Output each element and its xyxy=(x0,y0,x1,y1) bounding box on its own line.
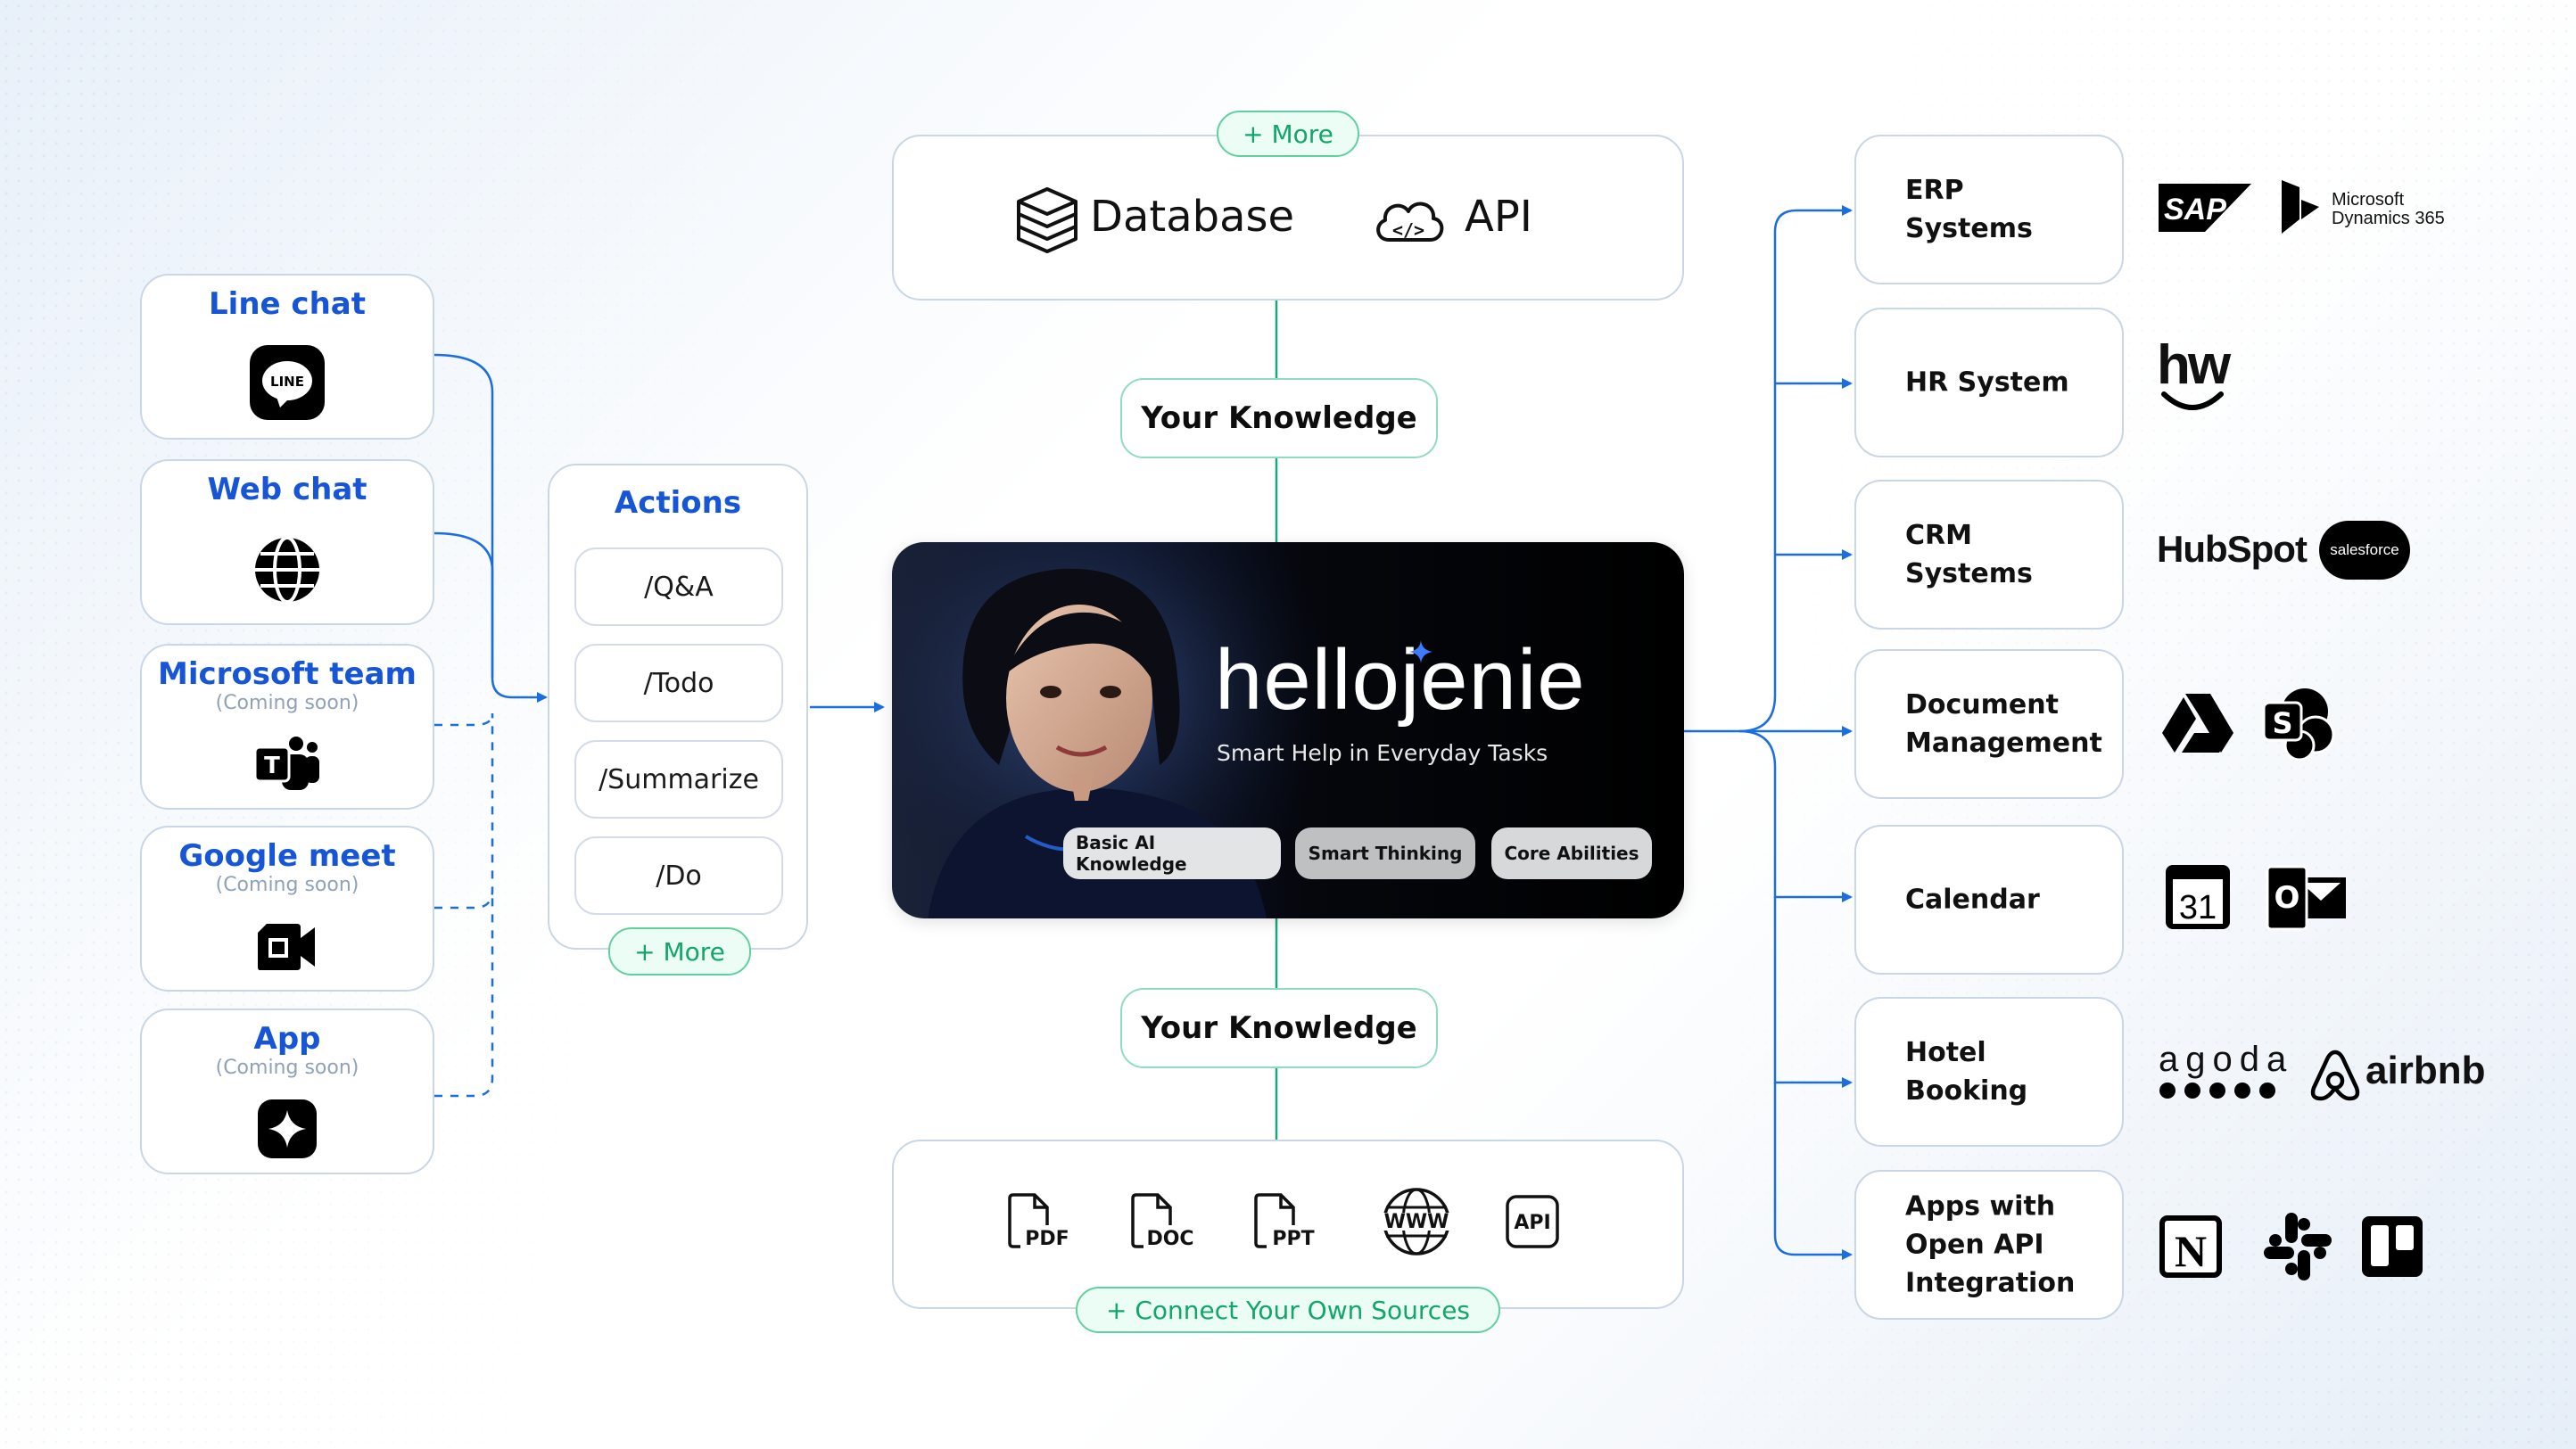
action-todo-button[interactable]: /Todo xyxy=(574,644,783,722)
salesforce-logo: salesforce xyxy=(2319,521,2410,580)
system-label: HR System xyxy=(1905,366,2069,399)
pdf-icon: PDF xyxy=(1008,1193,1074,1250)
svg-text:31: 31 xyxy=(2179,889,2217,926)
agoda-dots-icon xyxy=(2159,1083,2275,1099)
channel-title: Line chat xyxy=(209,286,366,322)
system-document-management[interactable]: Document Management xyxy=(1854,649,2124,799)
globe-icon xyxy=(255,536,319,604)
svg-text:N: N xyxy=(2175,1226,2207,1276)
actions-title: Actions xyxy=(614,485,742,521)
hero-tagline: Smart Help in Everyday Tasks xyxy=(1217,740,1548,766)
hw-smile-icon xyxy=(2161,391,2224,410)
bottom-sources-panel: PDF DOC PPT WWW API xyxy=(892,1140,1684,1309)
svg-text:PPT: PPT xyxy=(1272,1228,1314,1250)
channel-title: Web chat xyxy=(207,472,367,507)
line-icon: LINE xyxy=(250,345,325,420)
sparkle-icon xyxy=(1409,640,1432,663)
database-label: Database xyxy=(1090,192,1295,242)
system-label: Apps with Open API Integration xyxy=(1905,1190,2076,1299)
your-knowledge-bottom: Your Knowledge xyxy=(1120,988,1438,1068)
svg-text:T: T xyxy=(264,753,280,779)
system-label: Calendar xyxy=(1905,884,2040,916)
system-label: Hotel Booking xyxy=(1905,1037,2028,1107)
slack-logo xyxy=(2264,1213,2332,1280)
system-open-api-apps[interactable]: Apps with Open API Integration xyxy=(1854,1170,2124,1320)
system-label: ERP Systems xyxy=(1905,175,2033,244)
coming-soon-label: (Coming soon) xyxy=(215,692,359,714)
system-hotel-booking[interactable]: Hotel Booking xyxy=(1854,997,2124,1147)
api-label: API xyxy=(1465,192,1532,242)
channel-microsoft-team[interactable]: Microsoft team (Coming soon) T xyxy=(140,644,434,810)
sap-logo: SAP xyxy=(2159,184,2251,232)
doc-icon: DOC xyxy=(1131,1193,1197,1250)
cloud-api-icon: </> xyxy=(1376,202,1444,242)
system-hr[interactable]: HR System xyxy=(1854,308,2124,457)
microsoft-dynamics-text: Microsoft Dynamics 365 xyxy=(2332,190,2445,228)
meet-icon xyxy=(258,924,315,970)
channel-title: Google meet xyxy=(178,838,396,874)
top-sources-panel: Database </> API xyxy=(892,135,1684,301)
teams-icon: T xyxy=(253,737,319,790)
agoda-logo: agoda xyxy=(2159,1040,2294,1079)
connect-sources-pill[interactable]: + Connect Your Own Sources xyxy=(1076,1287,1500,1333)
hubspot-logo: HubSpot xyxy=(2157,528,2308,570)
app-icon xyxy=(258,1099,317,1158)
system-calendar[interactable]: Calendar xyxy=(1854,825,2124,975)
outlook-logo: O xyxy=(2266,865,2346,931)
ppt-icon: PPT xyxy=(1254,1193,1320,1250)
svg-text:SAP: SAP xyxy=(2164,193,2226,226)
chip-core-abilities: Core Abilities xyxy=(1491,827,1652,879)
microsoft-dynamics-logo xyxy=(2282,180,2319,234)
chip-smart-thinking: Smart Thinking xyxy=(1295,827,1475,879)
hellojenie-hero-card: hellojenie Smart Help in Everyday Tasks … xyxy=(892,542,1684,918)
svg-text:O: O xyxy=(2275,880,2300,916)
channel-title: App xyxy=(253,1021,321,1057)
chip-basic-ai-knowledge: Basic AI Knowledge xyxy=(1063,827,1281,879)
action-qa-button[interactable]: /Q&A xyxy=(574,547,783,626)
channel-google-meet[interactable]: Google meet (Coming soon) xyxy=(140,826,434,992)
google-drive-logo xyxy=(2162,694,2233,753)
your-knowledge-top: Your Knowledge xyxy=(1120,378,1438,458)
system-crm[interactable]: CRM Systems xyxy=(1854,480,2124,630)
system-label: Document Management xyxy=(1905,689,2102,759)
trello-logo xyxy=(2362,1216,2423,1277)
hw-logo: hw xyxy=(2157,334,2231,396)
www-icon: WWW xyxy=(1379,1188,1454,1256)
airbnb-icon xyxy=(2310,1050,2360,1101)
svg-text:PDF: PDF xyxy=(1025,1228,1069,1250)
channel-line-chat[interactable]: Line chat LINE xyxy=(140,274,434,440)
coming-soon-label: (Coming soon) xyxy=(215,874,359,896)
svg-text:LINE: LINE xyxy=(270,374,304,390)
channel-web-chat[interactable]: Web chat xyxy=(140,459,434,625)
google-calendar-logo: 31 xyxy=(2166,865,2230,929)
channel-app[interactable]: App (Coming soon) xyxy=(140,1009,434,1174)
svg-text:</>: </> xyxy=(1392,219,1424,241)
svg-text:API: API xyxy=(1514,1212,1550,1234)
database-icon xyxy=(1017,187,1077,253)
action-summarize-button[interactable]: /Summarize xyxy=(574,740,783,819)
coming-soon-label: (Coming soon) xyxy=(215,1057,359,1079)
svg-text:DOC: DOC xyxy=(1146,1228,1193,1250)
hellojenie-brand: hellojenie xyxy=(1215,632,1586,728)
notion-logo: N xyxy=(2159,1215,2222,1278)
svg-text:WWW: WWW xyxy=(1384,1211,1449,1233)
top-more-pill[interactable]: + More xyxy=(1217,111,1359,157)
api-doc-icon: API xyxy=(1506,1195,1559,1248)
actions-panel: Actions /Q&A /Todo /Summarize /Do xyxy=(548,464,808,950)
airbnb-logo: airbnb xyxy=(2365,1049,2486,1092)
system-label: CRM Systems xyxy=(1905,520,2033,589)
sharepoint-logo: S xyxy=(2262,688,2335,762)
svg-text:S: S xyxy=(2272,706,2292,740)
action-do-button[interactable]: /Do xyxy=(574,836,783,915)
system-erp[interactable]: ERP Systems xyxy=(1854,135,2124,284)
actions-more-pill[interactable]: + More xyxy=(608,927,751,976)
channel-title: Microsoft team xyxy=(158,656,417,692)
